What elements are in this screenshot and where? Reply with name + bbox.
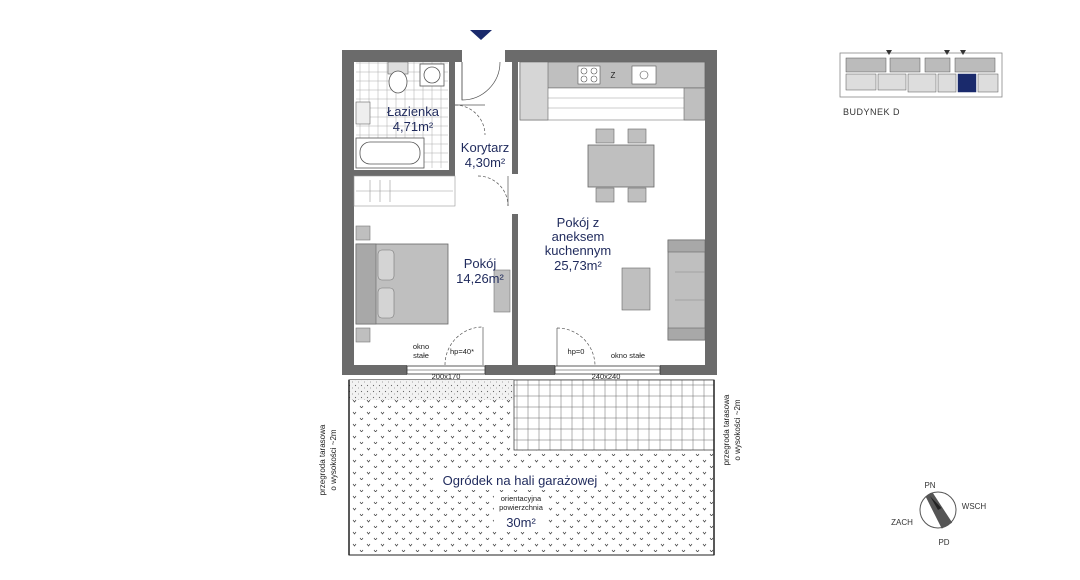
- desk: [493, 269, 511, 313]
- window-left-type-line2: stałe: [413, 351, 429, 360]
- bathroom-fixtures: [355, 61, 448, 169]
- kitchen-counter: [519, 61, 706, 121]
- living-name-line3: kuchennym: [545, 243, 611, 258]
- partition-left-label: przegroda tarasowa o wysokości ~2m: [318, 424, 338, 495]
- bed: [355, 225, 449, 343]
- compass-rose: [919, 491, 957, 529]
- living-area: 25,73m²: [554, 258, 602, 273]
- compass-north: PN: [924, 481, 935, 490]
- svg-text:o wysokości ~2m: o wysokości ~2m: [733, 399, 742, 460]
- window-right-sill: hp=0: [568, 347, 585, 356]
- living-name-line2: aneksem: [552, 229, 605, 244]
- sofa: [667, 239, 706, 341]
- dining-table: [587, 128, 655, 203]
- door-swings: [444, 61, 596, 367]
- window-left: [406, 365, 486, 375]
- window-right-type: okno stałe: [611, 351, 645, 360]
- svg-text:o wysokości ~2m: o wysokości ~2m: [329, 429, 338, 490]
- exterior-walls: [342, 50, 717, 375]
- corridor-area: 4,30m²: [465, 155, 506, 170]
- garden-name: Ogródek na hali garażowej: [443, 473, 598, 488]
- window-right-size: 240x240: [592, 372, 621, 381]
- svg-text:przegroda tarasowa: przegroda tarasowa: [722, 394, 731, 465]
- svg-text:przegroda tarasowa: przegroda tarasowa: [318, 424, 327, 495]
- building-label: BUDYNEK D: [843, 107, 900, 117]
- building-minimap: [839, 50, 1003, 98]
- bathroom-name: Łazienka: [387, 104, 440, 119]
- entrance-marker: [470, 30, 492, 40]
- window-left-sill: hp=40*: [450, 347, 474, 356]
- living-name-line1: Pokój z: [557, 215, 600, 230]
- partition-right-label: przegroda tarasowa o wysokości ~2m: [722, 394, 742, 465]
- garden-area: 30m²: [506, 515, 536, 530]
- compass-west: ZACH: [891, 518, 913, 527]
- bathroom-area: 4,71m²: [393, 119, 434, 134]
- fridge-mark: Z: [611, 71, 616, 80]
- window-right: [554, 365, 661, 375]
- bedroom-area: 14,26m²: [456, 271, 504, 286]
- window-left-type-line1: okno: [413, 342, 429, 351]
- compass-east: WSCH: [962, 502, 987, 511]
- wardrobe: [356, 180, 453, 202]
- garden-note-line2: powierzchnia: [499, 503, 544, 512]
- window-left-size: 200x170: [432, 372, 461, 381]
- coffee-table: [621, 267, 651, 311]
- corridor-name: Korytarz: [461, 140, 509, 155]
- compass-south: PD: [938, 538, 949, 547]
- bedroom-name: Pokój: [464, 256, 497, 271]
- garden-note-line1: orientacyjna: [501, 494, 542, 503]
